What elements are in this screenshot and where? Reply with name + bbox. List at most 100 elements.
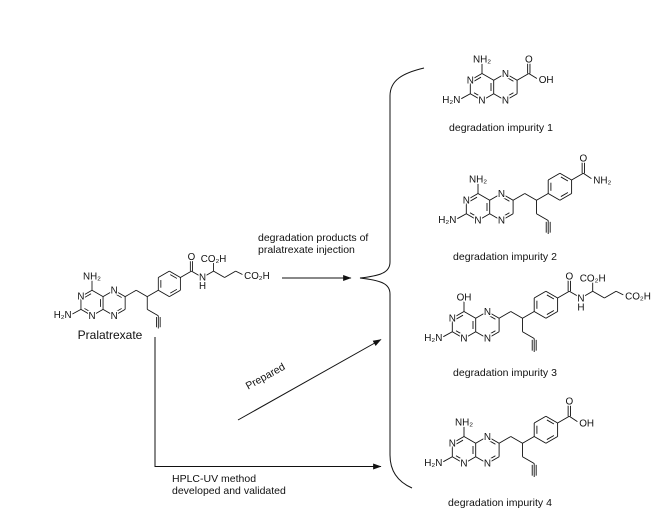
bond [80, 289, 93, 297]
bond [580, 290, 593, 299]
atom-label: N [111, 311, 118, 322]
atom-label: CO₂H [244, 271, 269, 282]
bond [512, 193, 526, 201]
atom-label: N [484, 459, 491, 470]
degradation-products-label: degradation products of pralatrexate inj… [258, 232, 369, 256]
atom-label: N [199, 273, 206, 284]
atom-label: O [579, 154, 587, 165]
bond [615, 290, 624, 296]
bond [475, 436, 488, 444]
atom-label: N [502, 96, 509, 107]
bond [463, 331, 476, 339]
bond [475, 331, 488, 339]
bond [545, 436, 558, 444]
atom-label: N [502, 69, 509, 80]
atom-label: O [565, 397, 573, 408]
bond [224, 270, 236, 278]
bond [487, 331, 500, 339]
bond [502, 196, 510, 202]
hplc-method-label: HPLC-UV method developed and validated [172, 473, 286, 497]
hplc-arrow [154, 337, 382, 470]
bond [545, 290, 558, 299]
bond [91, 309, 104, 317]
bond [452, 436, 465, 444]
bond [473, 92, 482, 98]
atom-label: H [199, 281, 206, 292]
bond [502, 212, 510, 218]
atom-label: NH₂ [473, 54, 491, 65]
atom-label: OH [539, 75, 554, 86]
bond [443, 331, 453, 338]
bond [481, 73, 494, 81]
atom-label: N [478, 96, 485, 107]
bond [170, 288, 178, 294]
caption-pralatrexate: Pralatrexate [77, 328, 143, 342]
bond [516, 73, 530, 81]
atom-label: N [111, 285, 118, 296]
atom-label: H₂N [438, 215, 456, 226]
atom-label: O [525, 54, 533, 65]
bond [501, 193, 514, 201]
bond [510, 311, 523, 319]
bond [147, 309, 159, 317]
bond [481, 93, 494, 101]
bond [457, 213, 467, 220]
atom-label: N [467, 75, 474, 86]
caption-degradation-impurity-4: degradation impurity 4 [448, 497, 552, 509]
bond [463, 456, 476, 464]
atom-label: CO₂H [625, 291, 651, 302]
bond [463, 436, 476, 444]
atom-label: N [474, 216, 481, 227]
atom-label: CO₂H [201, 254, 226, 265]
atom-label: N [460, 334, 467, 345]
bond [505, 93, 518, 101]
bond [488, 439, 496, 445]
bond [470, 73, 483, 81]
bond [487, 456, 500, 464]
bond [475, 456, 488, 464]
degradation-products-line1: degradation products of [258, 232, 369, 244]
bond [113, 309, 126, 317]
atom-label: O [565, 272, 573, 283]
atom-label: N [449, 438, 456, 449]
bond [489, 193, 502, 201]
bond [533, 436, 547, 444]
bond [463, 311, 476, 319]
bond [452, 311, 465, 319]
bond [559, 193, 572, 201]
bond [158, 270, 170, 278]
bond [547, 193, 561, 201]
bond [455, 314, 464, 320]
prepared-arrow [237, 339, 382, 421]
atom-label: N [484, 307, 491, 318]
bond [466, 193, 479, 201]
bond [84, 308, 92, 313]
bond [604, 290, 617, 299]
bond [235, 270, 243, 275]
bond [545, 415, 558, 424]
bond [493, 73, 506, 81]
atom-label: H₂N [424, 333, 442, 344]
bond [487, 311, 500, 319]
atom-label: NH₂ [593, 175, 611, 186]
caption-degradation-impurity-2: degradation impurity 2 [453, 251, 557, 263]
atom-label: NH₂ [455, 417, 473, 428]
bond [583, 172, 592, 180]
bond [469, 212, 478, 218]
atom-label: N [498, 189, 505, 200]
bond [522, 436, 535, 444]
bond [524, 193, 537, 201]
atom-label: O [188, 252, 196, 263]
bond [102, 289, 115, 297]
bond [102, 309, 115, 317]
bond [536, 193, 549, 201]
bond [487, 436, 500, 444]
grouping-brace [359, 67, 425, 489]
bond [498, 311, 512, 319]
bond [169, 270, 181, 278]
atom-label: N [460, 459, 467, 470]
atom-label: H [577, 302, 584, 313]
